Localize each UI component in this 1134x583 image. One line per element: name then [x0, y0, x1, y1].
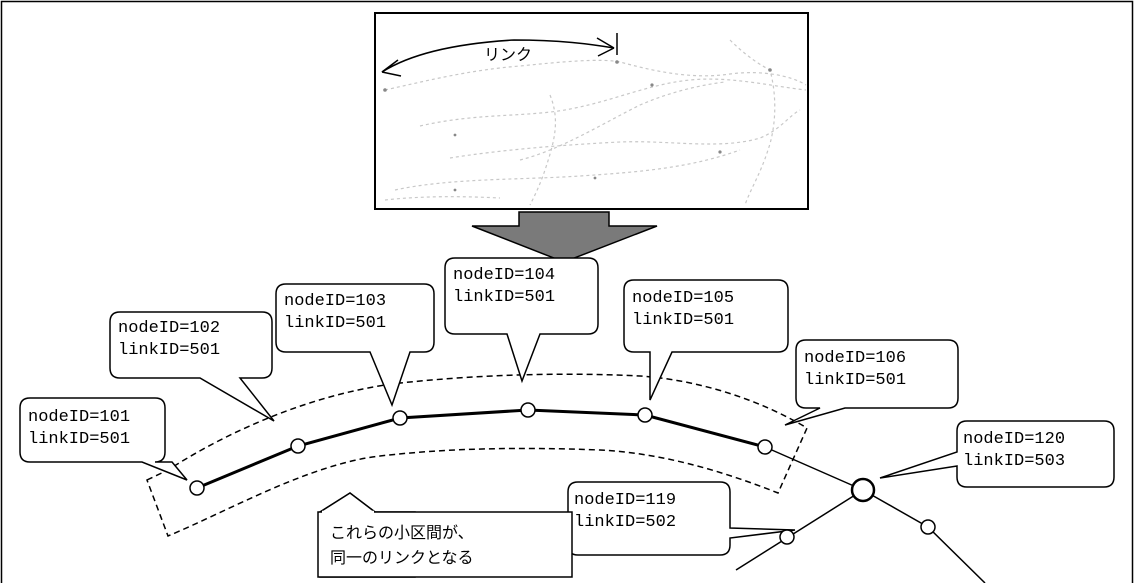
- callout-node-104-node: nodeID=104: [453, 266, 555, 285]
- link-span-arrow: [381, 33, 618, 77]
- callout-node-102-node: nodeID=102: [118, 319, 220, 338]
- callout-node-102-link: linkID=501: [118, 341, 220, 360]
- link-label: リンク: [484, 45, 532, 64]
- callout-node-105-link: linkID=501: [632, 311, 734, 330]
- callout-node-106-node: nodeID=106: [804, 349, 906, 368]
- link-503-line: [764, 446, 986, 583]
- callout-node-101: nodeID=101 linkID=501: [19, 397, 188, 481]
- node-103: [392, 410, 408, 426]
- node-101: [189, 480, 205, 496]
- callout-node-120: nodeID=120 linkID=503: [879, 420, 1115, 488]
- callout-node-106-link: linkID=501: [804, 371, 906, 390]
- callout-node-120-link: linkID=503: [963, 452, 1065, 471]
- callout-node-120-node: nodeID=120: [963, 430, 1065, 449]
- down-arrow: [471, 211, 658, 263]
- callout-node-103-node: nodeID=103: [284, 292, 386, 311]
- node-104: [520, 402, 536, 418]
- callout-node-103-link: linkID=501: [284, 314, 386, 333]
- callout-node-101-node: nodeID=101: [28, 408, 130, 427]
- callout-node-105: nodeID=105 linkID=501: [623, 279, 789, 401]
- map-thumbnail: [374, 12, 809, 210]
- node-119: [779, 529, 795, 545]
- callout-node-101-link: linkID=501: [28, 430, 130, 449]
- note-box: これらの小区間が、 同一のリンクとなる: [317, 492, 573, 578]
- node-102: [290, 438, 306, 454]
- callout-node-104-link: linkID=501: [453, 288, 555, 307]
- callout-node-104: nodeID=104 linkID=501: [444, 257, 599, 384]
- link-502-line: [735, 489, 864, 571]
- callout-node-119: nodeID=119 linkID=502: [567, 481, 796, 556]
- nodes: [189, 402, 936, 545]
- link-501-line: [196, 408, 766, 490]
- callout-node-106: nodeID=106 linkID=501: [784, 339, 959, 426]
- node-106: [757, 439, 773, 455]
- callout-node-103: nodeID=103 linkID=501: [275, 283, 435, 408]
- note-line-1: これらの小区間が、: [330, 523, 474, 542]
- node-120: [850, 477, 876, 503]
- callout-node-102: nodeID=102 linkID=501: [109, 311, 275, 422]
- node-105: [637, 407, 653, 423]
- callout-node-119-link: linkID=502: [574, 513, 676, 532]
- node-121: [920, 519, 936, 535]
- callout-node-105-node: nodeID=105: [632, 289, 734, 308]
- note-line-2: 同一のリンクとなる: [330, 548, 474, 567]
- callout-node-119-node: nodeID=119: [574, 491, 676, 510]
